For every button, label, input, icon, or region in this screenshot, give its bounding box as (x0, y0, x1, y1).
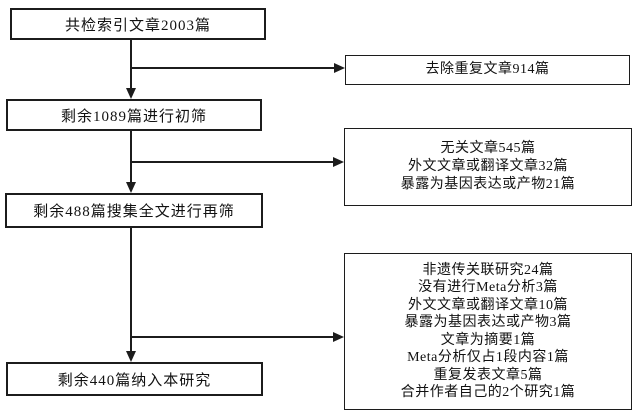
connector-right-3 (130, 336, 333, 338)
arrowhead-right-3-icon (333, 332, 344, 342)
flow-box-included: 剩余440篇纳入本研究 (6, 362, 263, 396)
flow-box-total-retrieved: 共检索引文章2003篇 (10, 8, 266, 40)
exclusion-line: 暴露为基因表达或产物3篇 (404, 315, 572, 330)
exclusion-line: 没有进行Meta分析3篇 (418, 280, 558, 295)
connector-right-1 (130, 67, 334, 69)
exclusion-line: 外文文章或翻译文章10篇 (408, 297, 568, 313)
connector-down-2 (130, 131, 132, 183)
exclusion-box-duplicates: 去除重复文章914篇 (345, 55, 630, 85)
exclusion-line: 去除重复文章914篇 (425, 62, 550, 77)
exclusion-line: 外文文章或翻译文章32篇 (408, 159, 568, 174)
arrowhead-right-2-icon (333, 157, 344, 167)
exclusion-box-fulltext-screen: 非遗传关联研究24篇 没有进行Meta分析3篇 外文文章或翻译文章10篇 暴露为… (344, 253, 632, 410)
exclusion-line: 文章为摘要1篇 (440, 332, 536, 348)
arrowhead-down-1-icon (126, 88, 136, 99)
exclusion-line: 重复发表文章5篇 (433, 367, 543, 383)
exclusion-line: Meta分析仅占1段内容1篇 (407, 350, 569, 365)
connector-down-1 (130, 40, 132, 89)
flow-box-included-label: 剩余440篇纳入本研究 (57, 372, 212, 389)
exclusion-box-initial-screen: 无关文章545篇 外文文章或翻译文章32篇 暴露为基因表达或产物21篇 (344, 128, 632, 206)
exclusion-line: 无关文章545篇 (440, 141, 536, 156)
connector-down-3 (130, 228, 132, 352)
flow-box-initial-screen: 剩余1089篇进行初筛 (6, 99, 262, 131)
flow-box-initial-screen-label: 剩余1089篇进行初筛 (60, 108, 207, 125)
flow-box-total-retrieved-label: 共检索引文章2003篇 (64, 17, 211, 34)
arrowhead-down-3-icon (126, 351, 136, 362)
arrowhead-right-1-icon (334, 63, 345, 73)
exclusion-line: 暴露为基因表达或产物21篇 (400, 177, 576, 192)
arrowhead-down-2-icon (126, 182, 136, 193)
exclusion-line: 非遗传关联研究24篇 (422, 262, 554, 278)
connector-right-2 (130, 161, 333, 163)
flow-box-fulltext-rescreen: 剩余488篇搜集全文进行再筛 (5, 193, 263, 228)
flow-box-fulltext-rescreen-label: 剩余488篇搜集全文进行再筛 (33, 204, 235, 220)
exclusion-line: 合并作者自己的2个研究1篇 (400, 385, 576, 400)
